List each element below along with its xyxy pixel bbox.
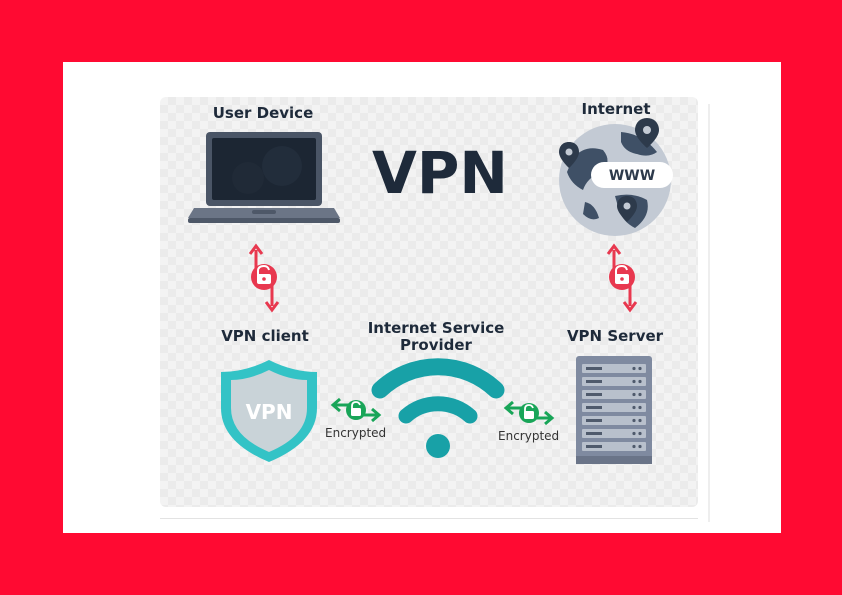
panel-divider <box>160 518 698 519</box>
user-device-label: User Device <box>212 104 314 122</box>
diagram-title: VPN <box>372 139 508 207</box>
globe-www-text: WWW <box>609 168 655 184</box>
server-icon <box>576 356 652 464</box>
wifi-icon <box>371 358 505 458</box>
laptop-icon <box>188 132 340 223</box>
map-pin-icon <box>635 118 659 148</box>
encrypted-label-right: Encrypted <box>498 429 560 443</box>
internet-label: Internet <box>581 100 651 118</box>
map-pin-icon <box>617 196 637 222</box>
lock-icon <box>248 243 280 313</box>
vpn-client-label: VPN client <box>221 327 309 345</box>
lock-icon <box>606 243 638 313</box>
encrypted-label-left: Encrypted <box>325 426 387 440</box>
shield-icon: VPN <box>221 360 317 462</box>
panel-edge <box>708 104 710 522</box>
globe-icon: WWW <box>559 118 673 236</box>
shield-vpn-text: VPN <box>246 400 293 424</box>
vpn-server-label: VPN Server <box>566 327 664 345</box>
lock-icon <box>330 397 382 423</box>
isp-label: Internet Service Provider <box>367 319 505 354</box>
lock-icon <box>503 400 555 426</box>
map-pin-icon <box>559 142 579 168</box>
